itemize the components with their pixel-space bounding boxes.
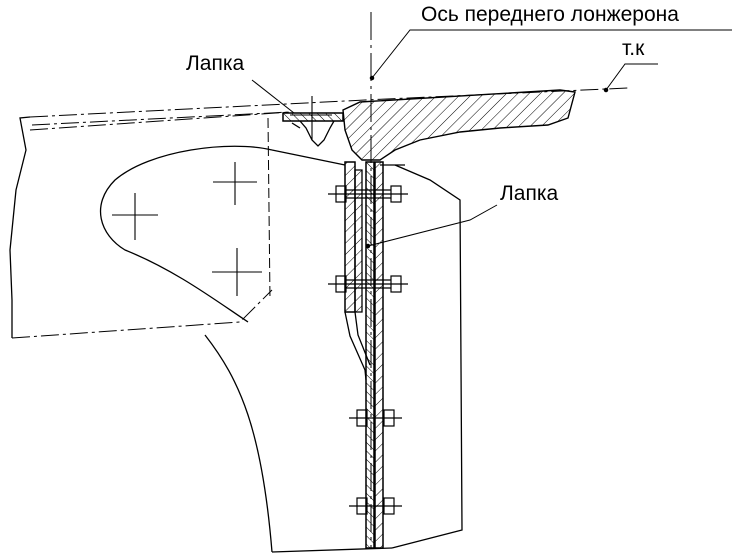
side-lapka-leader <box>367 204 498 247</box>
bottom-contour <box>271 547 393 553</box>
fuselage-outline <box>9 116 31 338</box>
frame-vertical-dashed <box>267 117 271 301</box>
side-lapka-label: Лапка <box>500 182 559 205</box>
tk-label: т.к <box>622 37 645 60</box>
spar-axis-label: Ось переднего лонжерона <box>421 3 679 26</box>
upper-contour-dashdot-2 <box>29 111 291 131</box>
blister-upper-line <box>271 149 346 166</box>
fairing-curve <box>204 334 273 553</box>
upper-lapka-leader <box>251 79 295 114</box>
frame-lower-dashdot <box>11 289 273 339</box>
upper-lapka-bracket <box>282 112 344 147</box>
spar-cap-section <box>342 89 576 161</box>
spar-web <box>344 161 384 549</box>
spar-axis-leader <box>371 29 732 79</box>
skin-right <box>391 164 463 549</box>
upper-lapka-label: Лапка <box>186 52 245 75</box>
cross-marks <box>112 96 332 296</box>
blister-outline <box>99 145 273 323</box>
bolts <box>328 185 408 515</box>
side-lapka-section <box>354 169 363 313</box>
tk-leader <box>605 63 658 91</box>
